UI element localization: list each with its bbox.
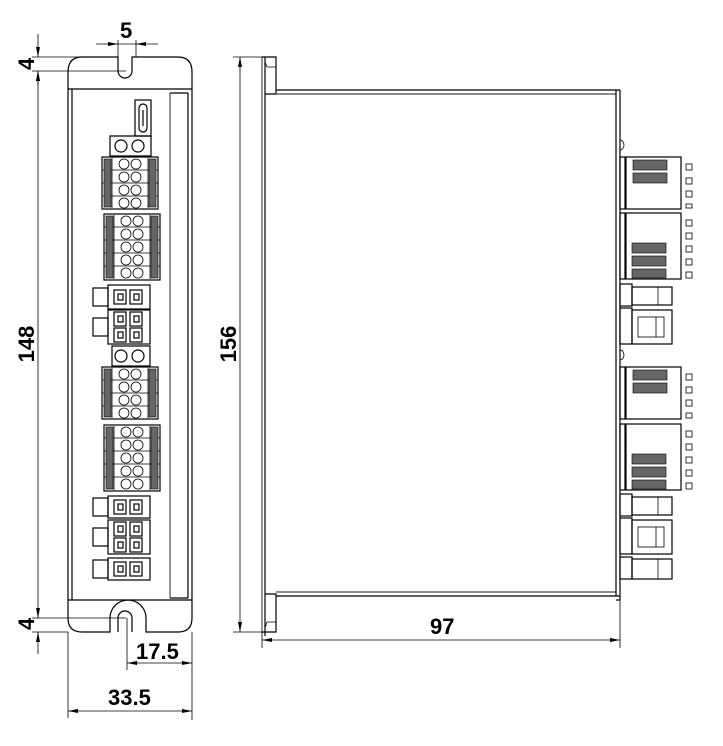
terminal-block-4 xyxy=(103,424,161,492)
front-view xyxy=(67,56,193,633)
dim-slot-offset: 17.5 xyxy=(136,639,179,664)
rotary-switch-block-mid xyxy=(111,345,151,367)
side-terminal-1 xyxy=(619,156,693,210)
dim-top-slot-depth: 4 xyxy=(14,57,39,70)
terminal-block-3 xyxy=(101,366,159,420)
power-connector-3 xyxy=(92,495,151,519)
rotary-switch-block-top xyxy=(109,135,152,157)
side-power-connector-1 xyxy=(619,283,673,307)
side-power-connector-2 xyxy=(619,307,673,345)
power-connector-5 xyxy=(92,557,151,581)
terminal-block-2 xyxy=(103,213,161,281)
dim-depth: 97 xyxy=(430,614,454,639)
side-power-connector-4 xyxy=(619,517,673,555)
power-connector-1 xyxy=(92,284,151,310)
side-dimensions: 156 97 xyxy=(216,56,621,648)
side-power-connector-3 xyxy=(619,493,673,517)
side-terminal-4 xyxy=(619,423,693,491)
dim-height-148: 148 xyxy=(14,326,39,363)
front-dimensions: 5 4 148 4 17.5 33.5 xyxy=(14,18,193,720)
side-terminal-3 xyxy=(619,366,693,420)
terminal-block-1 xyxy=(101,156,159,210)
power-connector-4 xyxy=(92,519,151,555)
dim-overall-width: 33.5 xyxy=(108,685,151,710)
side-power-connector-5 xyxy=(619,556,673,580)
dim-overall-height: 156 xyxy=(216,326,241,363)
usb-port xyxy=(134,99,152,137)
side-terminal-2 xyxy=(619,212,693,280)
side-view xyxy=(261,56,693,636)
dim-bottom-slot-depth: 4 xyxy=(14,617,39,630)
dim-slot-width: 5 xyxy=(120,18,132,43)
power-connector-2 xyxy=(92,309,151,345)
bottom-slot xyxy=(117,610,133,632)
